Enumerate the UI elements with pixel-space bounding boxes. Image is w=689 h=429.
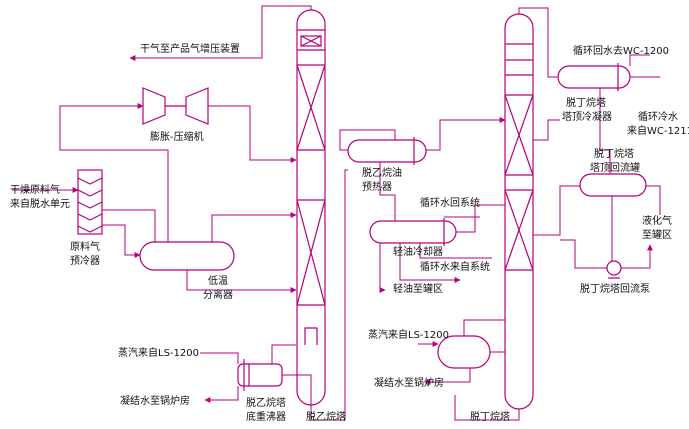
label-deethanizer-reboiler-1: 脱乙烷塔	[246, 396, 286, 409]
label-cw-return-system: 循环水回系统	[420, 196, 480, 209]
label-steam-right: 蒸汽来自LS-1200	[368, 328, 449, 341]
reflux-pump	[606, 260, 622, 279]
label-lt-separator-1: 低温	[208, 274, 228, 287]
label-feed-precooler-1: 原料气	[70, 240, 100, 253]
deethanizer-reboiler	[237, 359, 283, 391]
label-steam-left: 蒸汽来自LS-1200	[118, 346, 199, 359]
label-lpg-1: 液化气	[642, 214, 672, 227]
lt-separator	[139, 241, 235, 271]
labels: 干气至产品气增压装置 膨胀-压缩机 干燥原料气 来自脱水单元 原料气 预冷器 低…	[10, 42, 689, 423]
label-overhead-condenser-1: 脱丁烷塔	[566, 96, 606, 109]
deethanizer-column	[296, 9, 326, 406]
label-feed-precooler-2: 预冷器	[70, 254, 100, 267]
label-dry-gas: 干气至产品气增压装置	[140, 42, 240, 55]
oil-preheater	[347, 137, 427, 165]
label-reflux-pump: 脱丁烷塔回流泵	[580, 282, 650, 295]
light-oil-cooler	[369, 218, 457, 246]
label-cw-supply-1: 循环冷水	[638, 110, 678, 123]
feed-precooler	[77, 169, 103, 235]
label-lt-separator-2: 分离器	[203, 288, 233, 301]
label-light-oil-to-tank: 轻油至罐区	[393, 282, 443, 295]
overhead-condenser	[557, 63, 631, 91]
label-deethanizer: 脱乙烷塔	[306, 410, 346, 423]
label-cw-from-system: 循环水来自系统	[420, 260, 490, 273]
label-reflux-drum-1: 脱丁烷塔	[594, 147, 634, 160]
label-expander-compressor: 膨胀-压缩机	[150, 130, 204, 143]
expander-compressor	[142, 87, 209, 125]
label-cw-supply-2: 来自WC-1211	[627, 124, 689, 137]
label-dry-feed-gas-2: 来自脱水单元	[10, 197, 70, 210]
label-condensate-right: 凝结水至锅炉房	[374, 376, 444, 389]
label-light-oil-cooler: 轻油冷却器	[393, 245, 443, 258]
label-oil-preheater-2: 预热器	[362, 180, 392, 193]
label-oil-preheater-1: 脱乙烷油	[362, 166, 402, 179]
piping	[12, 5, 661, 421]
label-deethanizer-reboiler-2: 底重沸器	[246, 410, 286, 423]
debutanizer-column	[504, 13, 534, 410]
label-debutanizer: 脱丁烷塔	[470, 410, 510, 423]
label-lpg-2: 至罐区	[642, 228, 672, 241]
label-overhead-condenser-2: 塔顶冷凝器	[562, 110, 612, 123]
label-condensate-left: 凝结水至锅炉房	[120, 394, 190, 407]
label-reflux-drum-2: 塔顶回流罐	[590, 161, 640, 174]
label-cw-return-wc: 循环回水去WC-1200	[573, 44, 669, 57]
label-dry-feed-gas-1: 干燥原料气	[10, 183, 60, 196]
reflux-drum	[579, 173, 647, 197]
